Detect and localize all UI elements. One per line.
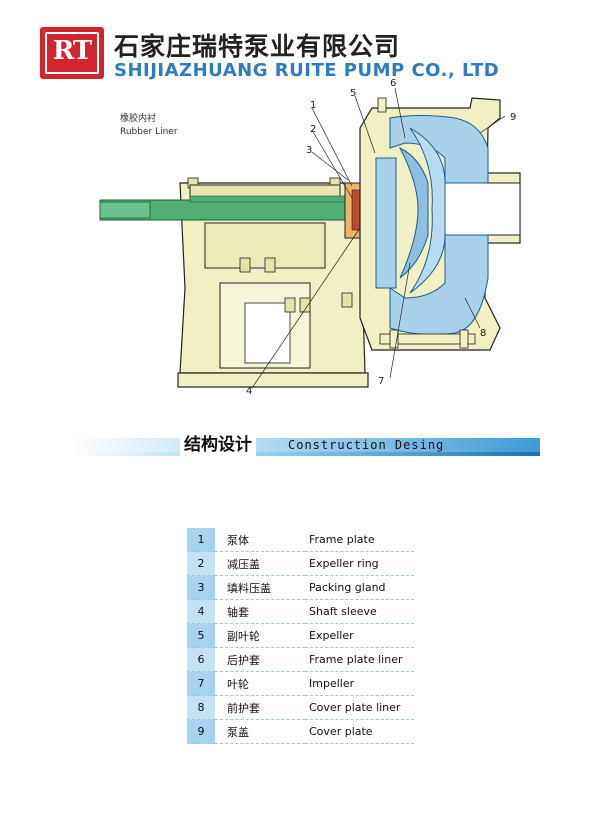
pump-drawing bbox=[99, 88, 521, 389]
part-name-en: Shaft sleeve bbox=[305, 599, 414, 624]
part-name-cn: 填料压盖 bbox=[215, 575, 305, 600]
part-number: 4 bbox=[187, 599, 215, 624]
logo-text: RT bbox=[52, 36, 93, 66]
part-name-cn: 副叶轮 bbox=[215, 623, 305, 648]
part-number: 3 bbox=[187, 575, 215, 600]
callout-8: 8 bbox=[480, 328, 487, 339]
part-name-cn: 泵体 bbox=[215, 528, 305, 552]
rubber-liner-label: 橡胶内衬 Rubber Liner bbox=[120, 113, 178, 139]
part-name-en: Cover plate bbox=[305, 719, 414, 744]
part-number: 6 bbox=[187, 647, 215, 672]
part-name-en: Expeller ring bbox=[305, 551, 414, 576]
part-number: 5 bbox=[187, 623, 215, 648]
part-name-en: Packing gland bbox=[305, 575, 414, 600]
part-name-cn: 减压盖 bbox=[215, 551, 305, 576]
part-name-cn: 泵盖 bbox=[215, 719, 305, 744]
part-name-cn: 后护套 bbox=[215, 647, 305, 672]
construction-design-banner: 结构设计 Construction Desing bbox=[70, 432, 540, 462]
callout-3: 3 bbox=[306, 145, 313, 156]
part-name-en: Frame plate liner bbox=[305, 647, 414, 672]
section-title-cn: 结构设计 bbox=[180, 432, 256, 458]
callout-2: 2 bbox=[310, 124, 317, 135]
part-number: 1 bbox=[187, 528, 215, 552]
part-number: 9 bbox=[187, 719, 215, 744]
company-name-cn: 石家庄瑞特泵业有限公司 bbox=[114, 32, 401, 61]
part-number: 8 bbox=[187, 695, 215, 720]
part-name-cn: 前护套 bbox=[215, 695, 305, 720]
callout-1: 1 bbox=[310, 100, 317, 111]
pump-cross-section-diagram bbox=[60, 88, 540, 408]
part-number: 7 bbox=[187, 671, 215, 696]
rubber-liner-cn: 橡胶内衬 bbox=[120, 114, 157, 124]
callout-5: 5 bbox=[350, 88, 357, 99]
rubber-liner-en: Rubber Liner bbox=[120, 127, 178, 137]
callout-9: 9 bbox=[510, 112, 517, 123]
part-name-cn: 轴套 bbox=[215, 599, 305, 624]
part-number: 2 bbox=[187, 551, 215, 576]
part-name-en: Impeller bbox=[305, 671, 414, 696]
part-name-en: Cover plate liner bbox=[305, 695, 414, 720]
callout-4: 4 bbox=[246, 386, 253, 397]
company-logo: RT bbox=[40, 27, 104, 79]
section-title-en: Construction Desing bbox=[288, 438, 445, 452]
company-name-en: SHIJIAZHUANG RUITE PUMP CO., LTD bbox=[114, 60, 500, 81]
part-name-en: Frame plate bbox=[305, 528, 414, 552]
callout-6: 6 bbox=[390, 78, 397, 89]
part-name-en: Expeller bbox=[305, 623, 414, 648]
callout-7: 7 bbox=[378, 376, 385, 387]
part-name-cn: 叶轮 bbox=[215, 671, 305, 696]
page-header: RT 石家庄瑞特泵业有限公司 SHIJIAZHUANG RUITE PUMP C… bbox=[0, 0, 600, 95]
